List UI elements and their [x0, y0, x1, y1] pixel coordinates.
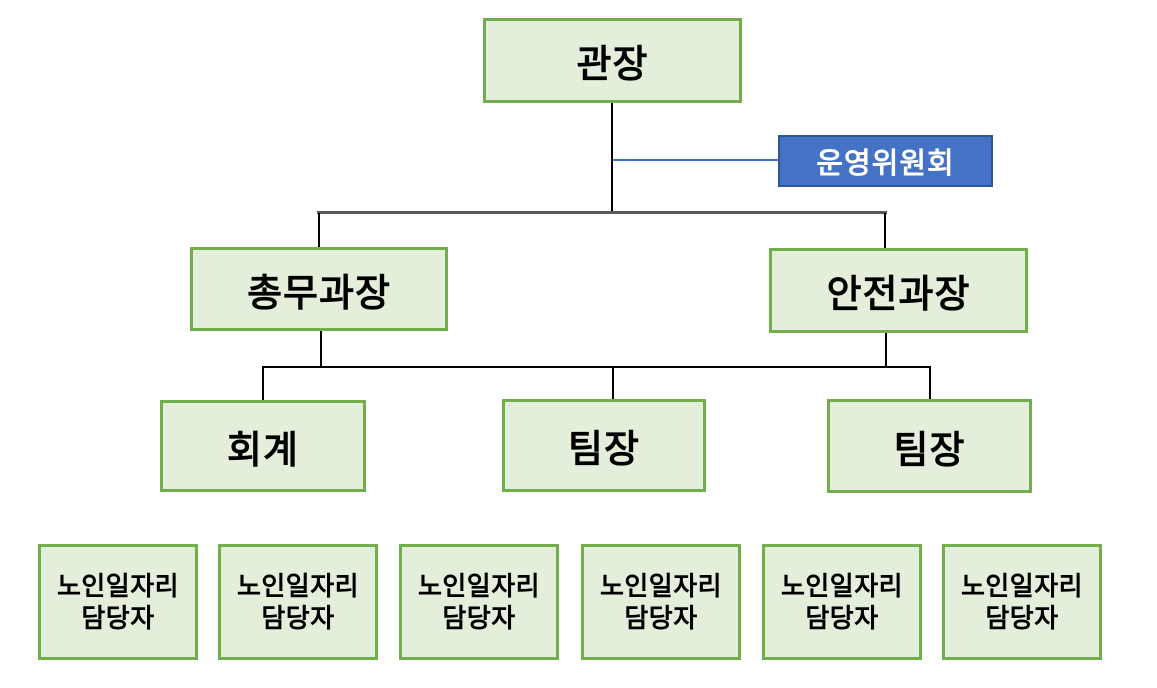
connector-team-leader-1-top: [612, 368, 614, 399]
staff-label-line2: 담당자: [442, 603, 516, 633]
staff-label-line1: 노인일자리: [417, 570, 541, 601]
staff-label-line1: 노인일자리: [236, 570, 360, 601]
staff-label-line1: 노인일자리: [780, 570, 904, 601]
node-accounting: 회계: [160, 400, 366, 492]
node-team-leader-2: 팀장: [827, 399, 1032, 493]
staff-label-line2: 담당자: [81, 603, 155, 633]
node-operating-committee: 운영위원회: [778, 135, 993, 187]
connector-level2-rail: [317, 211, 887, 214]
node-team-leader-1: 팀장: [502, 399, 706, 492]
staff-label-line2: 담당자: [985, 603, 1059, 633]
node-operating-committee-label: 운영위원회: [816, 148, 955, 180]
node-director-label: 관장: [576, 44, 649, 86]
node-senior-jobs-staff-2: 노인일자리 담당자: [218, 544, 378, 660]
connector-committee-link: [613, 159, 778, 161]
staff-label-line2: 담당자: [624, 603, 698, 633]
node-team-leader-1-label: 팀장: [568, 429, 640, 471]
connector-general-affairs-top: [318, 213, 320, 247]
connector-team-leader-2-top: [929, 368, 931, 399]
node-senior-jobs-staff-3: 노인일자리 담당자: [399, 544, 559, 660]
connector-general-affairs-down: [320, 331, 322, 368]
connector-safety-top: [884, 213, 886, 248]
node-senior-jobs-staff-5: 노인일자리 담당자: [762, 544, 922, 660]
connector-level3-rail: [262, 366, 931, 368]
staff-label-line1: 노인일자리: [56, 570, 180, 601]
staff-label-line1: 노인일자리: [960, 570, 1084, 601]
node-team-leader-2-label: 팀장: [893, 429, 966, 472]
node-general-affairs-manager: 총무과장: [190, 247, 448, 331]
staff-label-line2: 담당자: [805, 603, 879, 633]
node-senior-jobs-staff-6: 노인일자리 담당자: [942, 544, 1102, 660]
node-director: 관장: [483, 18, 742, 103]
connector-director-down: [611, 103, 613, 213]
node-safety-manager-label: 안전과장: [826, 274, 971, 316]
connector-accounting-top: [262, 368, 264, 400]
node-general-affairs-manager-label: 총무과장: [247, 272, 391, 315]
node-accounting-label: 회계: [227, 429, 299, 472]
node-safety-manager: 안전과장: [769, 248, 1028, 333]
node-senior-jobs-staff-1: 노인일자리 담당자: [38, 544, 198, 660]
connector-safety-down: [885, 333, 887, 368]
node-senior-jobs-staff-4: 노인일자리 담당자: [581, 544, 741, 660]
staff-label-line2: 담당자: [261, 603, 335, 633]
staff-label-line1: 노인일자리: [599, 570, 723, 601]
